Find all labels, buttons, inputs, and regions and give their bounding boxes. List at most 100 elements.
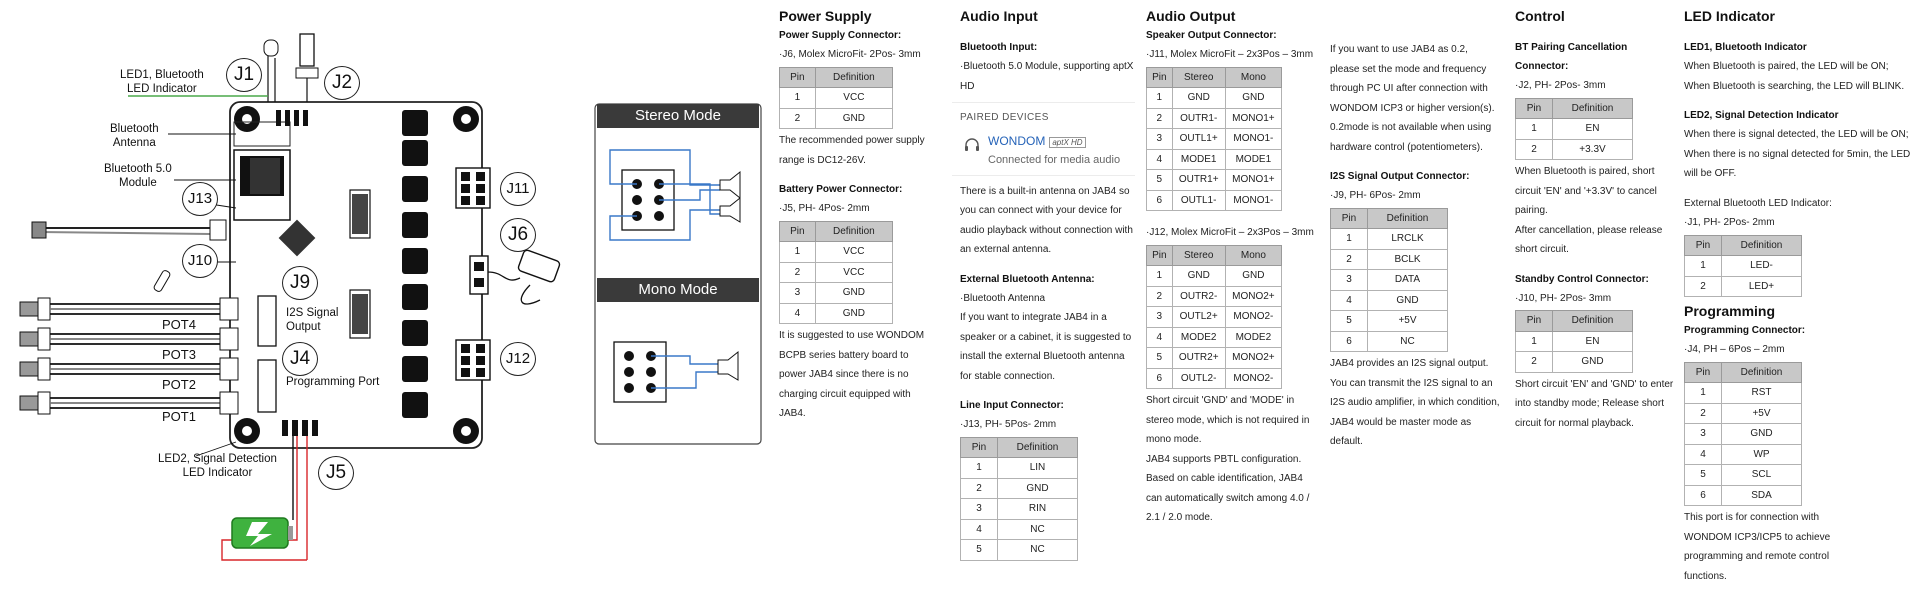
jack-j12: J12 [500, 342, 536, 376]
pots [19, 297, 239, 415]
label-pot2: POT2 [162, 377, 196, 392]
table-cell: RST [1721, 382, 1802, 404]
table-cell: GND [814, 302, 894, 324]
col-header: Pin [779, 66, 816, 88]
table-cell: 1 [1146, 87, 1173, 109]
table-cell: OUTR1+ [1171, 169, 1226, 191]
jack-j6: J6 [500, 218, 536, 252]
line-input-title: Line Input Connector: [960, 400, 1064, 411]
col-header: Mono [1224, 244, 1283, 266]
jack-j4: J4 [282, 342, 318, 376]
table-cell: MONO2+ [1224, 285, 1283, 307]
battery-conn-title: Battery Power Connector: [779, 184, 903, 195]
ext-antenna-note: If you want to integrate JAB4 in a speak… [960, 312, 1132, 382]
led2-title: LED2, Signal Detection Indicator [1684, 110, 1839, 121]
table-cell: GND [1552, 351, 1633, 373]
table-cell: VCC [814, 261, 894, 283]
table-cell: 2 [960, 477, 998, 499]
bt-note: There is a built-in antenna on JAB4 so y… [960, 185, 1133, 256]
table-cell: 1 [1684, 382, 1722, 404]
table-cell: 2 [1146, 107, 1173, 129]
board-diagram: Stereo Mode Mono Mode LED1, Bluetooth LE… [0, 0, 770, 600]
paired-devices-header: PAIRED DEVICES [960, 112, 1049, 123]
table-cell: GND [814, 107, 894, 129]
bt-cancel-title: BT Pairing Cancellation Connector: [1515, 42, 1628, 72]
jack-j10: J10 [182, 244, 218, 278]
speaker-conn-title: Speaker Output Connector: [1146, 30, 1277, 41]
ext-led-spec: ·J1, PH- 2Pos- 2mm [1684, 217, 1775, 228]
table-cell: RIN [997, 498, 1078, 520]
i2s-section: If you want to use JAB4 as 0.2, please s… [1330, 40, 1500, 452]
table-cell: MODE1 [1171, 148, 1226, 170]
battery-conn-spec: ·J5, PH- 4Pos- 2mm [779, 203, 870, 214]
table-cell: 6 [1684, 484, 1722, 506]
table-cell: 3 [1684, 423, 1722, 445]
table-cell: OUTL2+ [1171, 306, 1226, 328]
led2-line-a: When there is signal detected, the LED w… [1684, 129, 1909, 140]
table-cell: MONO1- [1224, 128, 1283, 150]
output-note-1: Short circuit 'GND' and 'MODE' in stereo… [1146, 395, 1310, 445]
col-header: Definition [997, 436, 1078, 458]
programming-note: This port is for connection with WONDOM … [1684, 512, 1831, 582]
audio-input-section: Audio Input Bluetooth Input: ·Bluetooth … [952, 6, 1135, 563]
control-section: Control BT Pairing Cancellation Connecto… [1515, 6, 1675, 433]
led1-line-a: When Bluetooth is paired, the LED will b… [1684, 61, 1889, 72]
table-cell: 5 [1330, 310, 1368, 332]
table-cell: LIN [997, 457, 1078, 479]
label-antenna: Bluetooth Antenna [110, 123, 159, 149]
table-cell: 1 [1684, 255, 1722, 277]
table-cell: OUTL1+ [1171, 128, 1226, 150]
table-cell: LED- [1721, 255, 1802, 277]
programming-spec: ·J4, PH – 6Pos – 2mm [1684, 344, 1785, 355]
table-cell: 1 [779, 87, 816, 109]
table-cell: MONO1+ [1224, 169, 1283, 191]
table-cell: 6 [1330, 330, 1368, 352]
audio-input-title: Audio Input [960, 8, 1038, 24]
battery-note: It is suggested to use WONDOM BCPB serie… [779, 330, 925, 419]
table-cell: MONO1- [1224, 189, 1283, 211]
table-cell: 2 [1684, 275, 1722, 297]
table-cell: +5V [1367, 310, 1448, 332]
power-note: The recommended power supply range is DC… [779, 135, 925, 166]
col-header: Pin [1330, 207, 1368, 229]
table-cell: GND [1721, 423, 1802, 445]
aptx-badge: aptX HD [1049, 137, 1086, 148]
j12-spec: ·J12, Molex MicroFit – 2x3Pos – 3mm [1146, 227, 1314, 238]
table-cell: OUTL2- [1171, 367, 1226, 389]
table-cell: 3 [1146, 128, 1173, 150]
table-cell: 3 [1330, 269, 1368, 291]
led-title: LED Indicator [1684, 8, 1776, 24]
table-cell: GND [1224, 265, 1283, 287]
table-cell: SCL [1721, 464, 1802, 486]
label-pot1: POT1 [162, 409, 196, 424]
programming-conn-title: Programming Connector: [1684, 325, 1806, 336]
standby-spec: ·J10, PH- 2Pos- 3mm [1515, 292, 1612, 304]
paired-device-status: Connected for media audio [988, 153, 1121, 166]
table-cell: NC [997, 539, 1078, 561]
table-cell: OUTR1- [1171, 107, 1226, 129]
table-cell: 4 [779, 302, 816, 324]
table-cell: 2 [779, 107, 816, 129]
output-note-2: JAB4 supports PBTL configuration. [1146, 453, 1302, 465]
power-conn-spec: ·J6, Molex MicroFit- 2Pos- 3mm [779, 49, 921, 60]
i2s-spec: ·J9, PH- 6Pos- 2mm [1330, 190, 1421, 201]
mono-mode-header: Mono Mode [597, 278, 759, 302]
table-cell: 2 [1684, 402, 1722, 424]
